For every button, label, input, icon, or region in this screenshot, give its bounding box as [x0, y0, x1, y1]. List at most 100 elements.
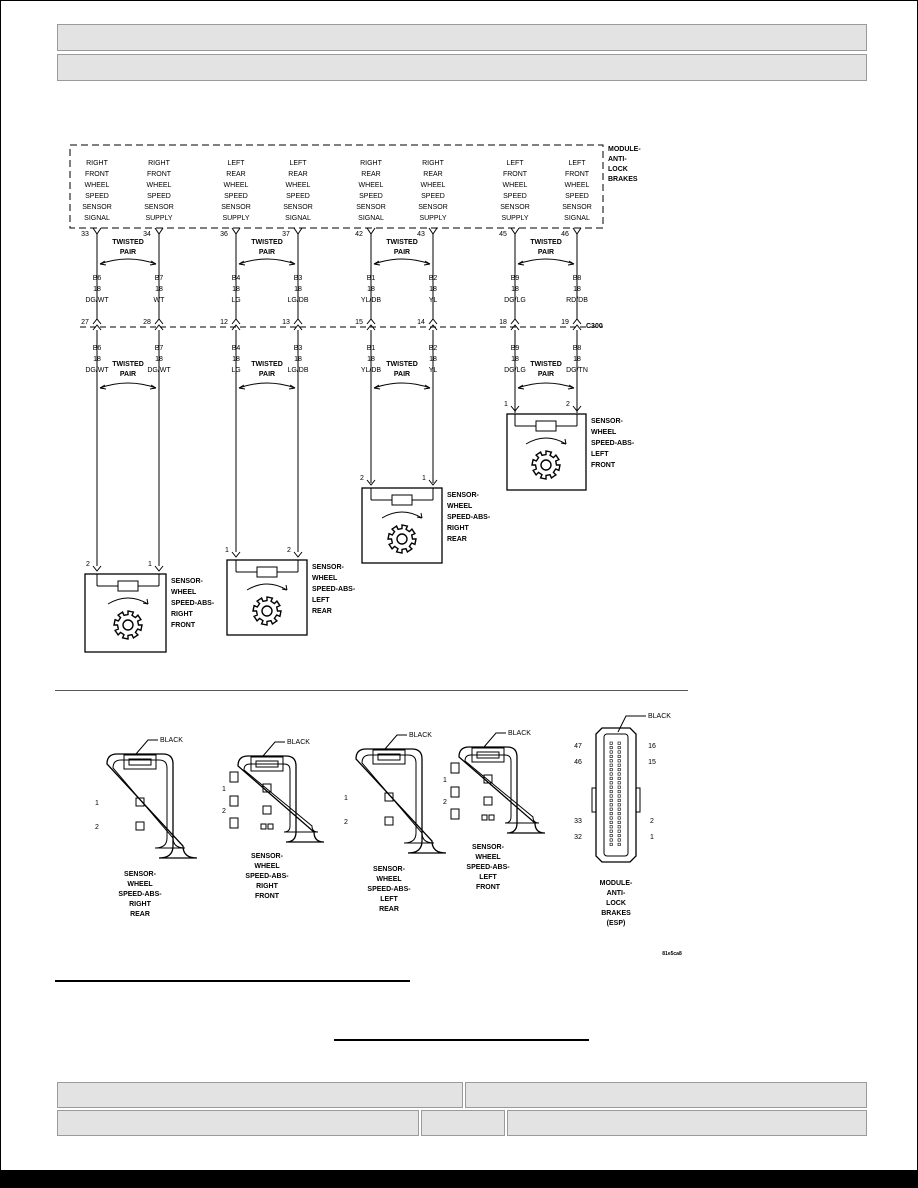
module-connector-cavity — [617, 754, 621, 758]
circuit-description-line: FRONT — [565, 171, 590, 178]
connector-cavity-seal — [267, 823, 274, 830]
connector-inner-shell — [112, 759, 186, 849]
circuit-description-line: REAR — [288, 171, 307, 178]
module-connector-cavity — [617, 781, 621, 785]
module-connector-cavity — [609, 746, 613, 750]
module-connector-pin-number: 16 — [648, 743, 656, 750]
link-underline-center — [334, 1039, 589, 1041]
module-connector-cavity — [609, 759, 613, 763]
connector-cavity — [483, 774, 493, 784]
circuit-description-line: SIGNAL — [358, 215, 384, 222]
module-connector-cavity — [617, 750, 621, 754]
connector-cavity — [384, 816, 394, 826]
circuit-description-line: WHEEL — [224, 182, 249, 189]
c300-pin-number: 14 — [417, 319, 425, 326]
circuit-description-line: FRONT — [85, 171, 110, 178]
c300-pin-number: 15 — [355, 319, 363, 326]
footer-cell-right-bottom — [507, 1110, 867, 1136]
sensor-label-line: FRONT — [171, 622, 196, 629]
module-connector-cavity — [617, 746, 621, 750]
connector-callout-line — [135, 739, 158, 755]
connector-outer-shell — [355, 748, 447, 854]
module-label-line: BRAKES — [608, 176, 638, 183]
connector-latch — [123, 754, 157, 770]
wire-gauge: 18 — [93, 356, 101, 363]
connector-label-line: SENSOR- — [124, 871, 157, 878]
connector-latch-window — [377, 753, 401, 761]
wire-gauge: 18 — [93, 286, 101, 293]
c300-pin-terminal — [293, 324, 303, 331]
twisted-pair-arrowhead — [238, 260, 246, 266]
twisted-pair-arrowhead — [373, 384, 381, 390]
twisted-pair-arrow — [373, 258, 431, 265]
twisted-pair-arrowhead — [288, 260, 296, 266]
gear-icon-hub — [122, 619, 134, 631]
c300-pin-number: 19 — [561, 319, 569, 326]
wire-circuit-code: B3 — [294, 275, 303, 282]
sensor-resistor — [117, 580, 139, 592]
module-connector-cavity — [609, 807, 613, 811]
module-connector-cavity — [617, 807, 621, 811]
wire-color: LG/DB — [287, 297, 308, 304]
module-connector-cavity — [609, 763, 613, 767]
wire-color: YL — [429, 297, 438, 304]
module-pin-terminal — [428, 227, 438, 235]
wire-gauge: 18 — [155, 356, 163, 363]
circuit-description-line: SIGNAL — [564, 215, 590, 222]
connector-label-line: LEFT — [479, 874, 497, 881]
connector-pin-number: 1 — [95, 800, 99, 807]
header-subtitle-bar — [57, 54, 867, 81]
connector-side-tab — [450, 808, 460, 820]
connector-cavity-seal — [488, 814, 495, 821]
module-connector-cavity — [617, 803, 621, 807]
connector-pin-number: 1 — [344, 795, 348, 802]
gear-icon — [531, 450, 561, 480]
connector-side-tab — [450, 786, 460, 798]
module-connector-cavity — [617, 768, 621, 772]
module-connector-cavity — [617, 829, 621, 833]
sensor-pin-terminal — [231, 551, 241, 558]
wire-color: DG/WT — [85, 367, 109, 374]
twisted-pair-label: PAIR — [394, 371, 410, 378]
module-pin-terminal — [572, 227, 582, 235]
connector-label-line: ANTI- — [607, 890, 626, 897]
sensor-label-line: RIGHT — [171, 611, 194, 618]
module-label-line: MODULE- — [608, 146, 641, 153]
connector-cavity — [483, 796, 493, 806]
c300-pin-number: 27 — [81, 319, 89, 326]
wire-circuit-code: B4 — [232, 275, 241, 282]
sensor-pin-number: 1 — [148, 561, 152, 568]
circuit-description-line: WHEEL — [147, 182, 172, 189]
connector-cavity-seal — [260, 823, 267, 830]
sensor-pin-number: 1 — [422, 475, 426, 482]
section-divider — [55, 690, 688, 691]
module-connector-cavity — [617, 763, 621, 767]
rotation-arrowhead — [416, 512, 423, 519]
sensor-label-line: LEFT — [312, 597, 330, 604]
module-connector-cavity — [617, 741, 621, 745]
sensor-pin-terminal — [428, 479, 438, 486]
circuit-description-line: SIGNAL — [84, 215, 110, 222]
circuit-description-line: WHEEL — [503, 182, 528, 189]
circuit-description-line: LEFT — [289, 160, 307, 167]
connector-label-line: RIGHT — [129, 901, 152, 908]
connector-cavity — [384, 792, 394, 802]
wire-circuit-code: B8 — [573, 345, 582, 352]
sensor-label-line: RIGHT — [447, 525, 470, 532]
sensor-pin-terminal — [572, 405, 582, 412]
wire-circuit-code: B9 — [511, 345, 520, 352]
module-connector-key — [591, 787, 597, 813]
abs-module-box — [69, 144, 604, 229]
wire-circuit-code: B7 — [155, 345, 164, 352]
twisted-pair-arrowhead — [288, 384, 296, 390]
circuit-description-line: RIGHT — [86, 160, 109, 167]
sensor-label-line: SPEED-ABS- — [591, 440, 635, 447]
module-connector-cavity — [609, 772, 613, 776]
sensor-pin-number: 1 — [225, 547, 229, 554]
c300-pin-terminal — [572, 318, 582, 325]
connector-inner-shell — [243, 763, 319, 833]
twisted-pair-arrowhead — [567, 260, 575, 266]
circuit-description-line: WHEEL — [286, 182, 311, 189]
sensor-label-line: SENSOR- — [591, 418, 624, 425]
module-connector-pin-number: 1 — [650, 834, 654, 841]
